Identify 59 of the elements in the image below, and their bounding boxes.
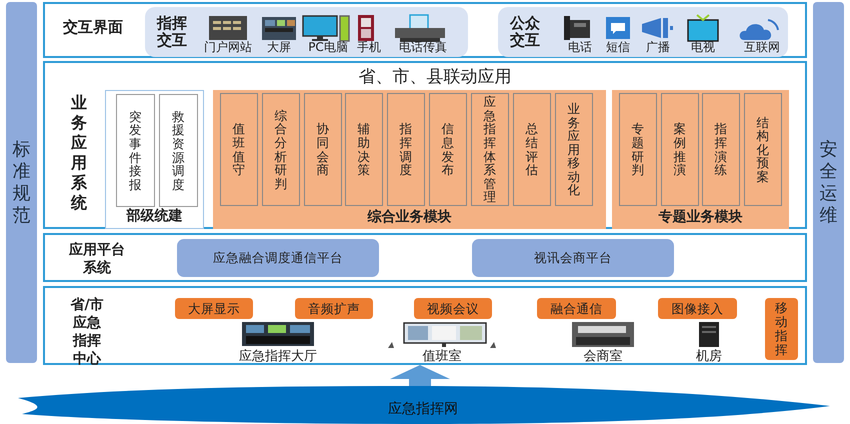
panel-title: 指挥交互	[156, 15, 188, 49]
layer-box	[43, 286, 807, 365]
module-box	[612, 90, 789, 229]
device-label: 手机	[356, 40, 382, 54]
layer-title: 交互界面	[62, 18, 124, 37]
device-label: PC电脑	[307, 40, 349, 54]
room-label: 应急指挥大厅	[238, 349, 318, 364]
panel	[498, 7, 788, 57]
device-label: 大屏	[266, 40, 292, 54]
device-label: 广播	[645, 40, 671, 54]
feature-tag: 大屏显示	[175, 298, 253, 319]
function-box: 值班值守	[220, 93, 258, 206]
function-box: 指挥演练	[702, 93, 740, 206]
function-box: 辅助决策	[345, 93, 383, 206]
layer-box	[43, 61, 807, 229]
group-title: 专题业务模块	[658, 208, 744, 226]
device-label: 电话	[567, 40, 593, 54]
layer-title: 应用平台系统	[68, 241, 126, 277]
network-label: 应急指挥网	[387, 400, 459, 418]
function-box: 救援资源调度	[159, 94, 198, 207]
feature-tag: 音频扩声	[295, 298, 373, 319]
platform-box: 应急融合调度通信平台	[177, 239, 379, 277]
device-label: 电视	[690, 40, 716, 54]
room-label: 值班室	[422, 349, 462, 364]
function-box: 应急指挥体系管理	[471, 93, 509, 206]
device-label: 门户网站	[203, 40, 253, 54]
feature-tag: 融合通信	[537, 298, 616, 319]
function-box: 总结评估	[513, 93, 551, 206]
layer-title: 业务应用系统	[70, 93, 88, 213]
group-title: 部级统建	[125, 207, 184, 225]
room-label: 会商室	[582, 349, 624, 364]
device-label: 短信	[605, 40, 631, 54]
layer-box	[43, 233, 807, 282]
platform-box: 视讯会商平台	[472, 239, 674, 277]
device-label: 互联网	[743, 40, 781, 54]
module-box	[213, 90, 606, 229]
side-bar: 安全运维	[813, 2, 844, 363]
function-box: 综合分析研判	[262, 93, 300, 206]
room-label: 机房	[695, 349, 723, 364]
panel-title: 公众交互	[508, 15, 541, 49]
feature-tag: 图像接入	[658, 298, 737, 319]
function-box: 协同会商	[304, 93, 342, 206]
function-box: 结构化预案	[744, 93, 782, 206]
function-box: 业务应用移动化	[555, 93, 593, 206]
feature-tag: 视频会议	[414, 298, 492, 319]
device-label: 电话传真	[398, 40, 448, 54]
group-title: 综合业务模块	[366, 208, 452, 226]
function-box: 突发事件接报	[116, 94, 155, 207]
layer-title: 省/市应急指挥中心	[69, 296, 105, 368]
layer-box	[43, 2, 807, 58]
group-box	[105, 90, 204, 229]
section-heading: 省、市、县联动应用	[358, 67, 512, 88]
side-bar: 标准规范	[6, 2, 37, 363]
function-box: 案例推演	[661, 93, 699, 206]
feature-tag: 移动指挥	[765, 298, 798, 360]
function-box: 信息发布	[429, 93, 467, 206]
function-box: 指挥调度	[387, 93, 425, 206]
function-box: 专题研判	[619, 93, 657, 206]
panel	[145, 7, 468, 57]
